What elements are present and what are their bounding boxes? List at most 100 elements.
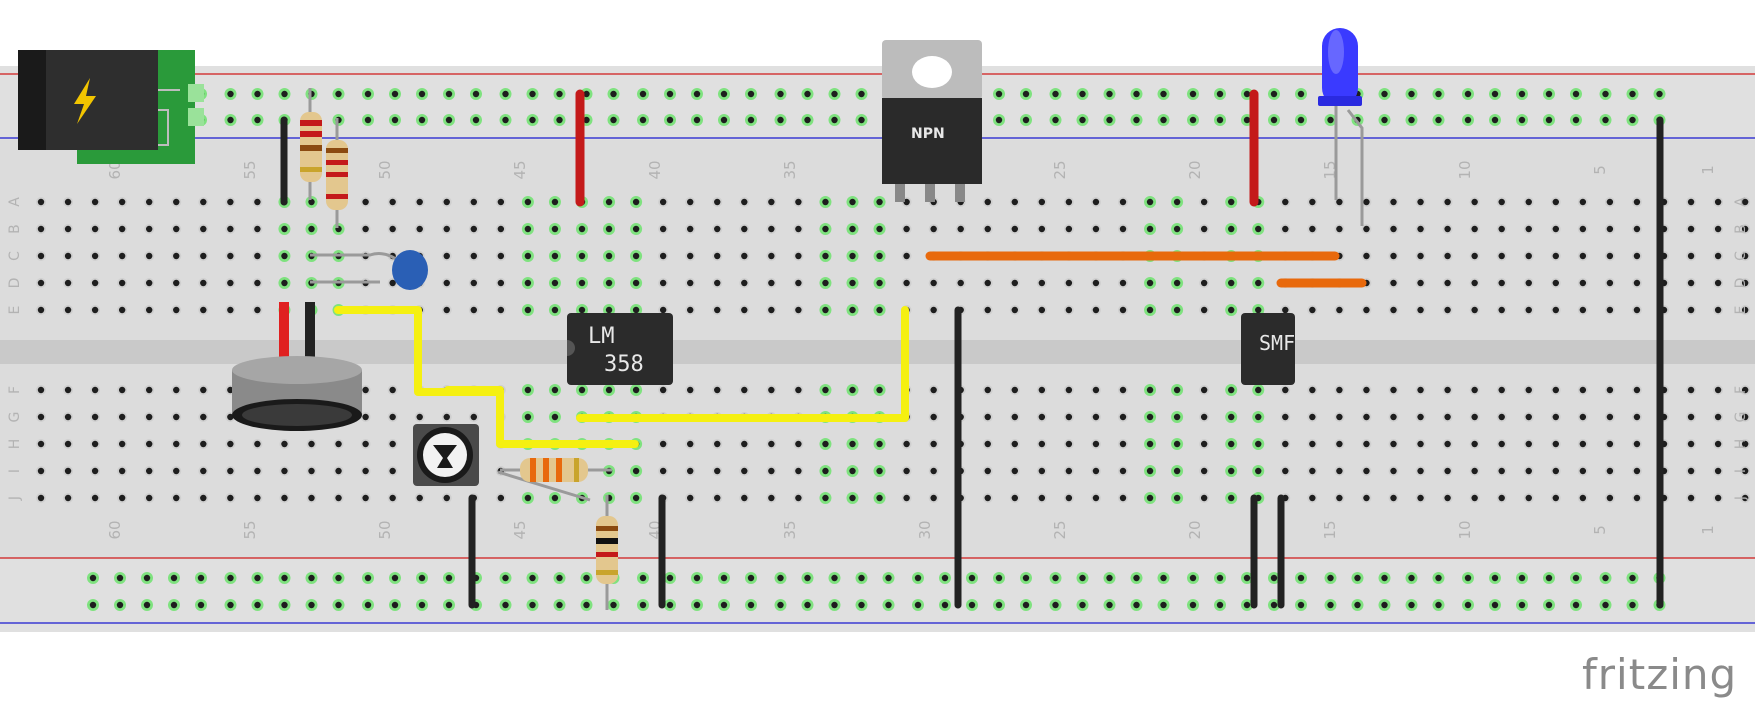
hole: [1173, 494, 1181, 502]
rail-hole: [1270, 90, 1278, 98]
hole: [37, 306, 45, 314]
hole: [1471, 198, 1478, 206]
rail-hole: [1408, 90, 1415, 98]
rail-hole: [1270, 116, 1278, 124]
rail-hole: [1297, 601, 1305, 609]
hole: [1255, 386, 1262, 394]
rail-hole: [941, 574, 949, 582]
rail-hole: [995, 116, 1003, 124]
rail-hole: [1106, 601, 1113, 609]
hole: [1687, 467, 1695, 475]
hole: [822, 386, 829, 394]
rail-hole: [1381, 574, 1388, 582]
hole: [795, 386, 802, 394]
hole: [876, 279, 883, 287]
hole: [1606, 198, 1614, 206]
rail-hole: [143, 601, 151, 609]
row-letter: B: [1733, 224, 1749, 234]
hole: [1011, 494, 1018, 502]
rail-hole: [666, 601, 674, 609]
rail-hole: [1079, 574, 1086, 582]
hole: [687, 225, 694, 233]
hole: [741, 386, 748, 394]
rail-hole: [1435, 90, 1442, 98]
hole: [1471, 413, 1478, 421]
hole: [37, 279, 45, 287]
hole: [389, 467, 396, 475]
rail-hole: [281, 601, 288, 609]
hole: [1146, 467, 1154, 475]
column-number: 20: [1186, 160, 1204, 179]
hole: [1282, 413, 1289, 421]
hole: [1173, 198, 1181, 206]
hole: [1498, 467, 1505, 475]
hole: [1606, 225, 1614, 233]
rail-hole: [583, 574, 590, 582]
hole: [1417, 198, 1424, 206]
hole: [659, 198, 667, 206]
rail-hole: [1052, 116, 1059, 124]
rail-hole: [1106, 116, 1113, 124]
rail-hole: [1189, 601, 1197, 609]
rail-hole: [1435, 601, 1442, 609]
hole: [173, 467, 180, 475]
hole: [91, 279, 99, 287]
hole: [714, 252, 721, 260]
hole: [227, 494, 234, 502]
hole: [903, 225, 910, 233]
hole: [1038, 467, 1046, 475]
rail-hole: [1572, 90, 1580, 98]
hole: [1146, 306, 1154, 314]
rail-hole: [831, 601, 838, 609]
rail-hole: [1022, 574, 1030, 582]
hole: [1390, 198, 1397, 206]
hole: [1336, 225, 1343, 233]
hole: [930, 386, 937, 394]
hole: [1498, 252, 1505, 260]
rail-hole: [445, 601, 453, 609]
rail-hole: [995, 574, 1003, 582]
transistor-label: NPN: [911, 126, 945, 142]
hole: [605, 252, 613, 260]
hole: [443, 413, 450, 421]
rail-hole: [1216, 116, 1224, 124]
column-number: 5: [1591, 525, 1609, 535]
column-number: 45: [511, 160, 529, 179]
hole: [1606, 413, 1614, 421]
hole: [1498, 440, 1505, 448]
hole: [1687, 252, 1695, 260]
row-letter: G: [7, 412, 23, 423]
row-letter: A: [1733, 197, 1749, 207]
hole: [1390, 467, 1397, 475]
hole: [1525, 279, 1532, 287]
hole: [1633, 279, 1641, 287]
hole: [1606, 467, 1614, 475]
rail-hole: [445, 116, 453, 124]
hole: [1173, 225, 1181, 233]
hole: [254, 494, 261, 502]
hole: [1444, 252, 1451, 260]
hole: [1498, 279, 1505, 287]
hole: [1092, 467, 1100, 475]
hole: [1687, 386, 1695, 394]
hole: [91, 467, 99, 475]
rail-hole: [1518, 601, 1526, 609]
rail-hole: [502, 574, 509, 582]
hole: [1471, 225, 1478, 233]
hole: [687, 306, 694, 314]
hole: [1552, 413, 1560, 421]
hole: [524, 198, 532, 206]
rail-hole: [143, 574, 151, 582]
hole: [1228, 198, 1235, 206]
rail-hole: [1572, 574, 1580, 582]
hole: [91, 413, 99, 421]
rail-hole: [1297, 90, 1305, 98]
rail-hole: [1133, 90, 1140, 98]
rail-hole: [1629, 90, 1636, 98]
rail-hole: [1518, 116, 1526, 124]
hole: [1606, 440, 1614, 448]
column-number: 30: [916, 520, 934, 539]
rail-hole: [1545, 601, 1553, 609]
hole: [146, 306, 153, 314]
hole: [173, 279, 180, 287]
